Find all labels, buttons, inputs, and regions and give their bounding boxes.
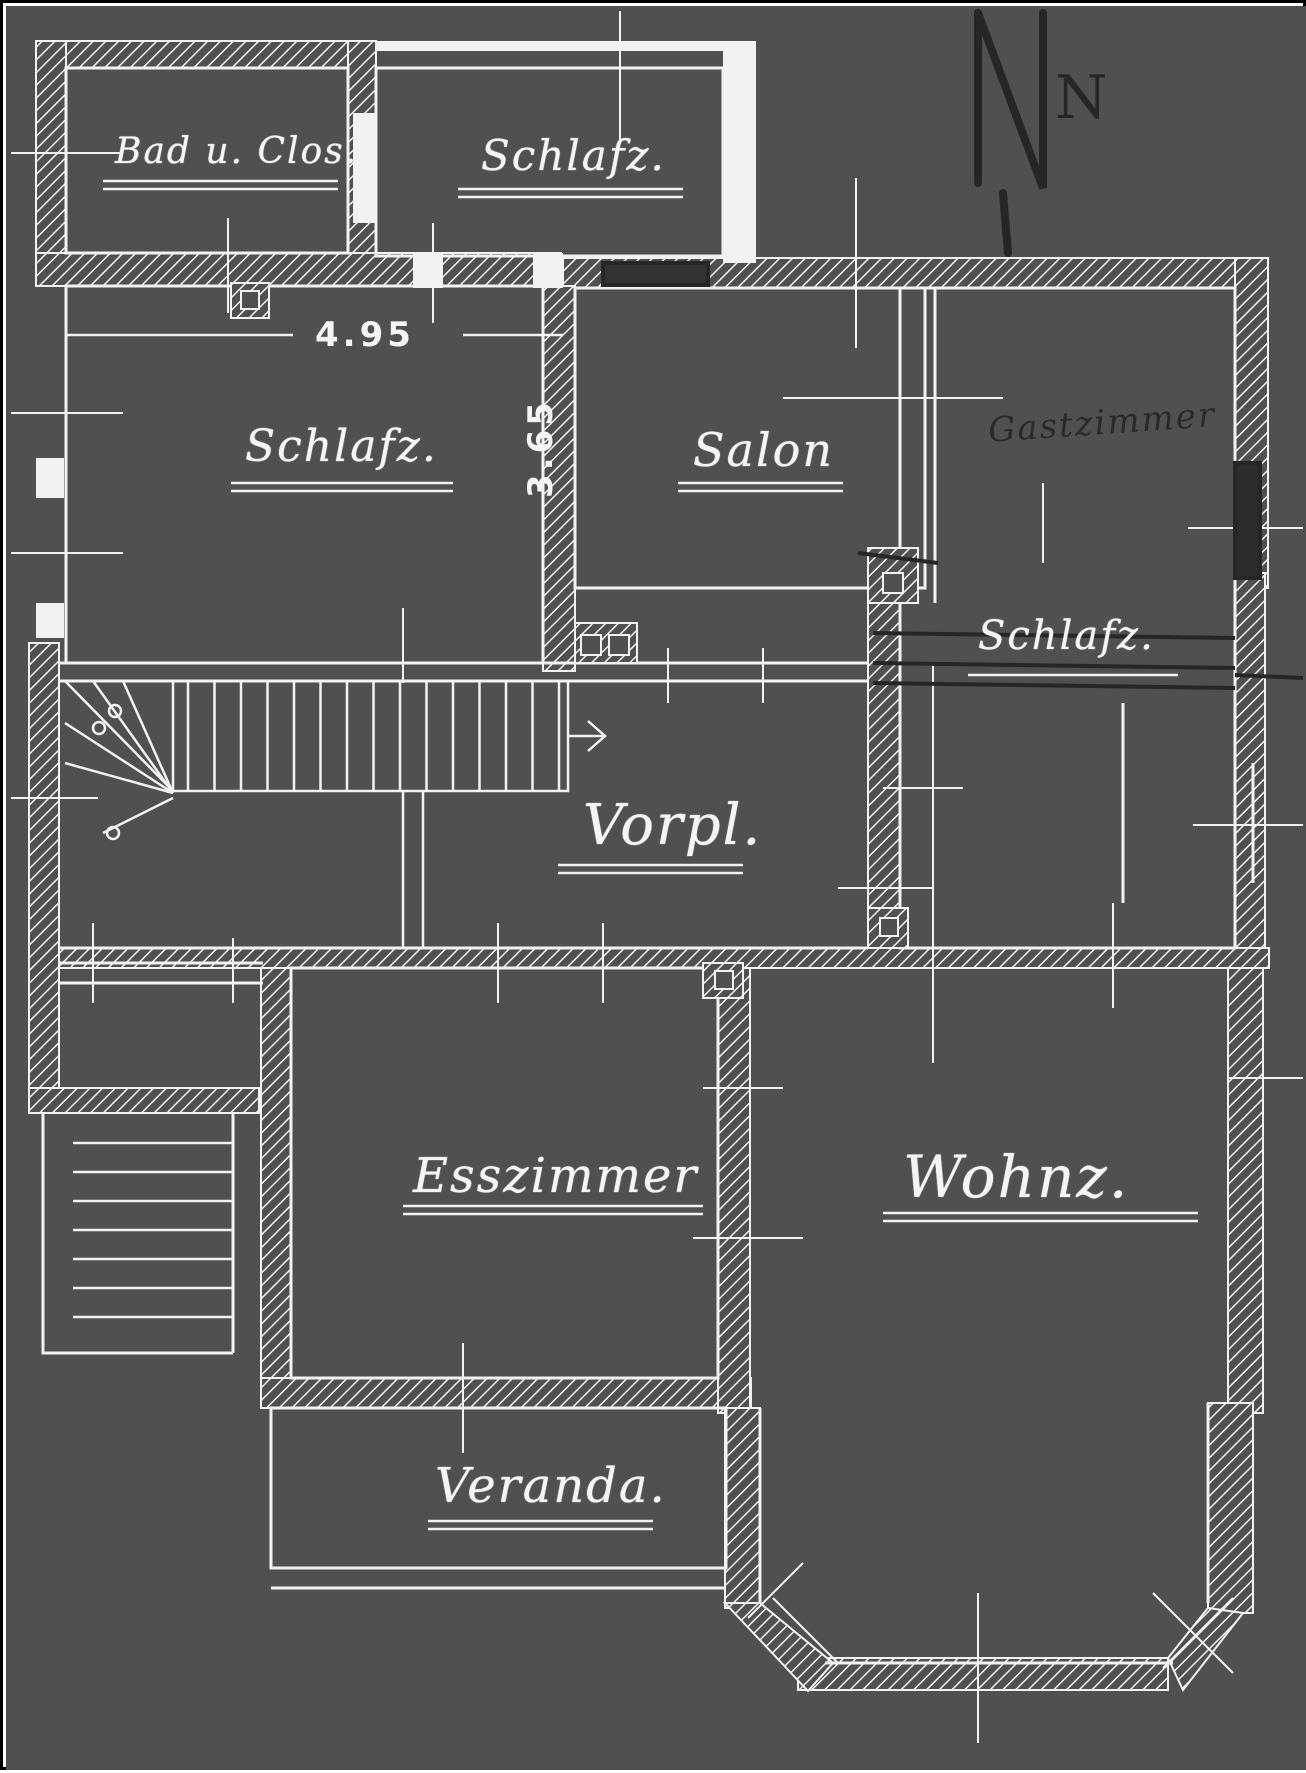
room-label-living: Wohnz. (903, 1143, 1130, 1211)
chimney-flues (240, 290, 904, 990)
dimension-depth: 3.65 (520, 398, 561, 498)
axis-lines (11, 11, 1303, 1743)
label-underlines (103, 179, 1198, 1531)
staircase-upper (64, 679, 607, 948)
room-label-veranda: Veranda. (435, 1458, 667, 1514)
floor-plan-drawing (6, 6, 1306, 1770)
room-label-bath: Bad u. Clos. (115, 131, 359, 172)
pencil-marks (601, 261, 1304, 690)
stair-treads (186, 681, 561, 791)
entry-steps (73, 1141, 233, 1319)
dimension-lines (66, 291, 563, 663)
room-label-salon: Salon (693, 423, 834, 477)
bay-walls (722, 1602, 1245, 1693)
drawing-paper (6, 6, 1306, 1770)
openings (36, 41, 756, 638)
room-label-bedroom-right: Schlafz. (978, 613, 1155, 659)
room-label-bedroom-left: Schlafz. (245, 421, 438, 472)
north-label: N (1055, 63, 1110, 133)
room-label-dining: Esszimmer (413, 1148, 699, 1204)
room-label-hall: Vorpl. (583, 793, 763, 858)
north-arrow (974, 9, 1047, 257)
room-label-bedroom-top: Schlafz. (481, 131, 666, 180)
dimension-width: 4.95 (315, 315, 415, 355)
